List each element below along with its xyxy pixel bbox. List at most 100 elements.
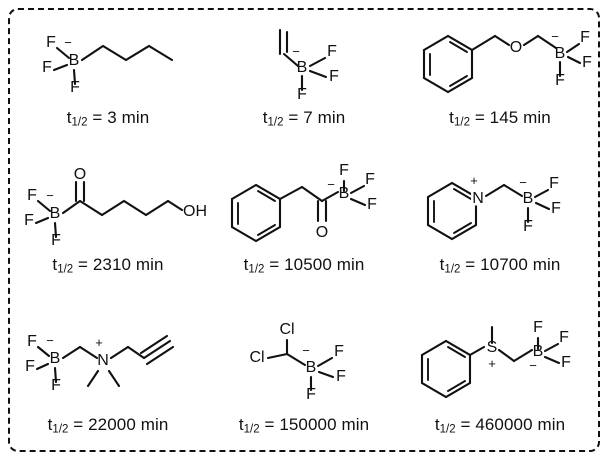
bond-ring-outer xyxy=(420,340,472,399)
half-life-subscript: 1/2 xyxy=(57,263,74,276)
structure-benzyloxymethyl-trifluoroborate: O B − F F F xyxy=(402,10,598,104)
atom-label-b: B xyxy=(533,343,544,360)
atom-label-f: F xyxy=(555,72,565,89)
half-life-subscript: 1/2 xyxy=(243,423,260,436)
structure-drawing: S + B − F F F xyxy=(420,319,571,399)
structure-vinyl-trifluoroborate: B − F F F xyxy=(206,10,402,104)
bond-ring-inner xyxy=(453,221,472,234)
charge-positive: + xyxy=(488,356,496,371)
atom-label-f: F xyxy=(297,86,307,103)
atom-label-f: F xyxy=(329,68,339,85)
bond-butyl-chain xyxy=(80,44,174,62)
charge-negative: − xyxy=(46,333,54,348)
atom-label-f: F xyxy=(25,358,35,375)
atom-label-o: O xyxy=(510,39,522,56)
structure-drawing: F F F B − N + xyxy=(25,333,175,394)
half-life-label: t1/2 = 2310 min xyxy=(52,255,163,276)
bond-pentyl-chain xyxy=(78,199,170,216)
bond-ring-outer xyxy=(426,181,478,240)
half-life-subscript: 1/2 xyxy=(52,423,69,436)
half-life-label: t1/2 = 10700 min xyxy=(440,255,561,276)
bond-b-f xyxy=(308,69,328,79)
bond-c-b xyxy=(285,353,307,367)
atom-label-cl: Cl xyxy=(249,349,264,366)
atom-label-f: F xyxy=(533,319,543,336)
bond-b-f xyxy=(36,199,52,212)
bond-b-f xyxy=(55,46,71,60)
bond-ch2-oh xyxy=(166,199,184,211)
atom-label-b: B xyxy=(297,59,308,76)
atom-label-f: F xyxy=(580,29,590,46)
half-life-subscript: 1/2 xyxy=(444,263,461,276)
structure-drawing: F F F B − O OH xyxy=(24,166,207,249)
compound-cell-pyridinium-methyl-trifluoroborate: N N + B − F F F t1/2 = 10700 min xyxy=(402,157,598,304)
charge-negative: − xyxy=(46,188,54,203)
compound-cell-dichloromethyl-trifluoroborate: Cl Cl B − F F F t1/2 = 150000 min xyxy=(206,303,402,450)
atom-label-o: O xyxy=(316,224,328,241)
half-life-value: = 460000 min xyxy=(460,415,566,435)
charge-positive: + xyxy=(470,173,478,188)
half-life-label: t1/2 = 3 min xyxy=(67,108,150,129)
atom-label-f: F xyxy=(582,54,592,71)
bond-ring-ch2 xyxy=(470,34,497,52)
half-life-symbol: t xyxy=(449,108,454,127)
bond-ch2-alkyne xyxy=(126,346,146,360)
bond-ring-inner xyxy=(449,75,468,87)
bond-b-f xyxy=(36,346,51,358)
half-life-subscript: 1/2 xyxy=(248,263,265,276)
bond-b-f xyxy=(52,63,69,72)
atom-label-f: F xyxy=(42,59,52,76)
bond-ch2-carbonyl xyxy=(300,185,324,202)
bond-n-ch2-propargyl xyxy=(109,346,130,360)
atom-label-f: F xyxy=(549,175,559,192)
bond-ch2-b xyxy=(536,34,558,50)
bond-alkyne-c xyxy=(139,335,169,355)
structure-phenylmethylsulfonium-methyl-trifluoroborate: S + B − F F F xyxy=(402,303,598,407)
atom-label-f: F xyxy=(51,232,61,249)
half-life-symbol: t xyxy=(52,254,58,274)
bond-ring-inner xyxy=(449,41,468,53)
compound-cell-benzyloxymethyl-trifluoroborate: O B − F F F t1/2 = 145 min xyxy=(402,10,598,157)
bond-b-carbonyl xyxy=(61,199,82,214)
atom-label-n: N xyxy=(472,190,484,207)
compound-cell-phenylacetyl-trifluoroborate: O B − F F F t1/2 = 10500 min xyxy=(206,157,402,304)
atom-label-f: F xyxy=(523,218,533,235)
structure-drawing: O B − F F F xyxy=(230,162,377,242)
pyridinium-ring xyxy=(426,181,478,240)
structure-pyridinium-methyl-trifluoroborate: N N + B − F F F xyxy=(402,157,598,253)
half-life-symbol: t xyxy=(243,254,249,274)
half-life-label: t1/2 = 150000 min xyxy=(239,415,369,436)
structure-propargyl-ammonium-methyl-trifluoroborate: F F F B − N + xyxy=(10,303,206,407)
compound-figure-panel: F F F B − t1/2 = 3 min xyxy=(8,8,600,452)
half-life-symbol: t xyxy=(238,415,244,435)
bond-ring-s xyxy=(468,346,486,357)
half-life-symbol: t xyxy=(434,415,440,435)
bond-b-f xyxy=(565,42,581,54)
atom-label-f: F xyxy=(46,34,56,51)
atom-label-b: B xyxy=(50,205,61,222)
structure-drawing: Cl Cl B − F F F xyxy=(249,321,346,403)
charge-negative: − xyxy=(64,35,72,50)
atom-label-cl: Cl xyxy=(279,321,294,338)
structure-drawing: N N + B − F F F xyxy=(426,173,561,240)
half-life-subscript: 1/2 xyxy=(71,116,88,129)
charge-negative: − xyxy=(292,44,300,59)
bond-ring-ch2 xyxy=(278,185,304,200)
bond-b-f xyxy=(349,184,366,194)
bond-b-f xyxy=(34,216,50,224)
bond-alkyne-a xyxy=(142,340,172,360)
half-life-label: t1/2 = 460000 min xyxy=(435,415,565,436)
bond-o-ch2 xyxy=(522,34,540,47)
compound-cell-vinyl-trifluoroborate: B − F F F t1/2 = 7 min xyxy=(206,10,402,157)
bond-n-ch2 xyxy=(484,183,506,197)
structure-drawing: F F F B − xyxy=(42,34,174,96)
structure-drawing: O B − F F F xyxy=(422,29,592,94)
atom-label-f: F xyxy=(51,377,61,394)
atom-halo: N xyxy=(472,190,484,207)
atom-label-b: B xyxy=(69,52,80,69)
bond-n-methyl xyxy=(107,370,121,388)
charge-negative: − xyxy=(551,29,559,44)
bond-b-ch2 xyxy=(61,346,82,360)
bond-b-f xyxy=(543,343,560,353)
atom-label-oh: OH xyxy=(183,203,207,220)
